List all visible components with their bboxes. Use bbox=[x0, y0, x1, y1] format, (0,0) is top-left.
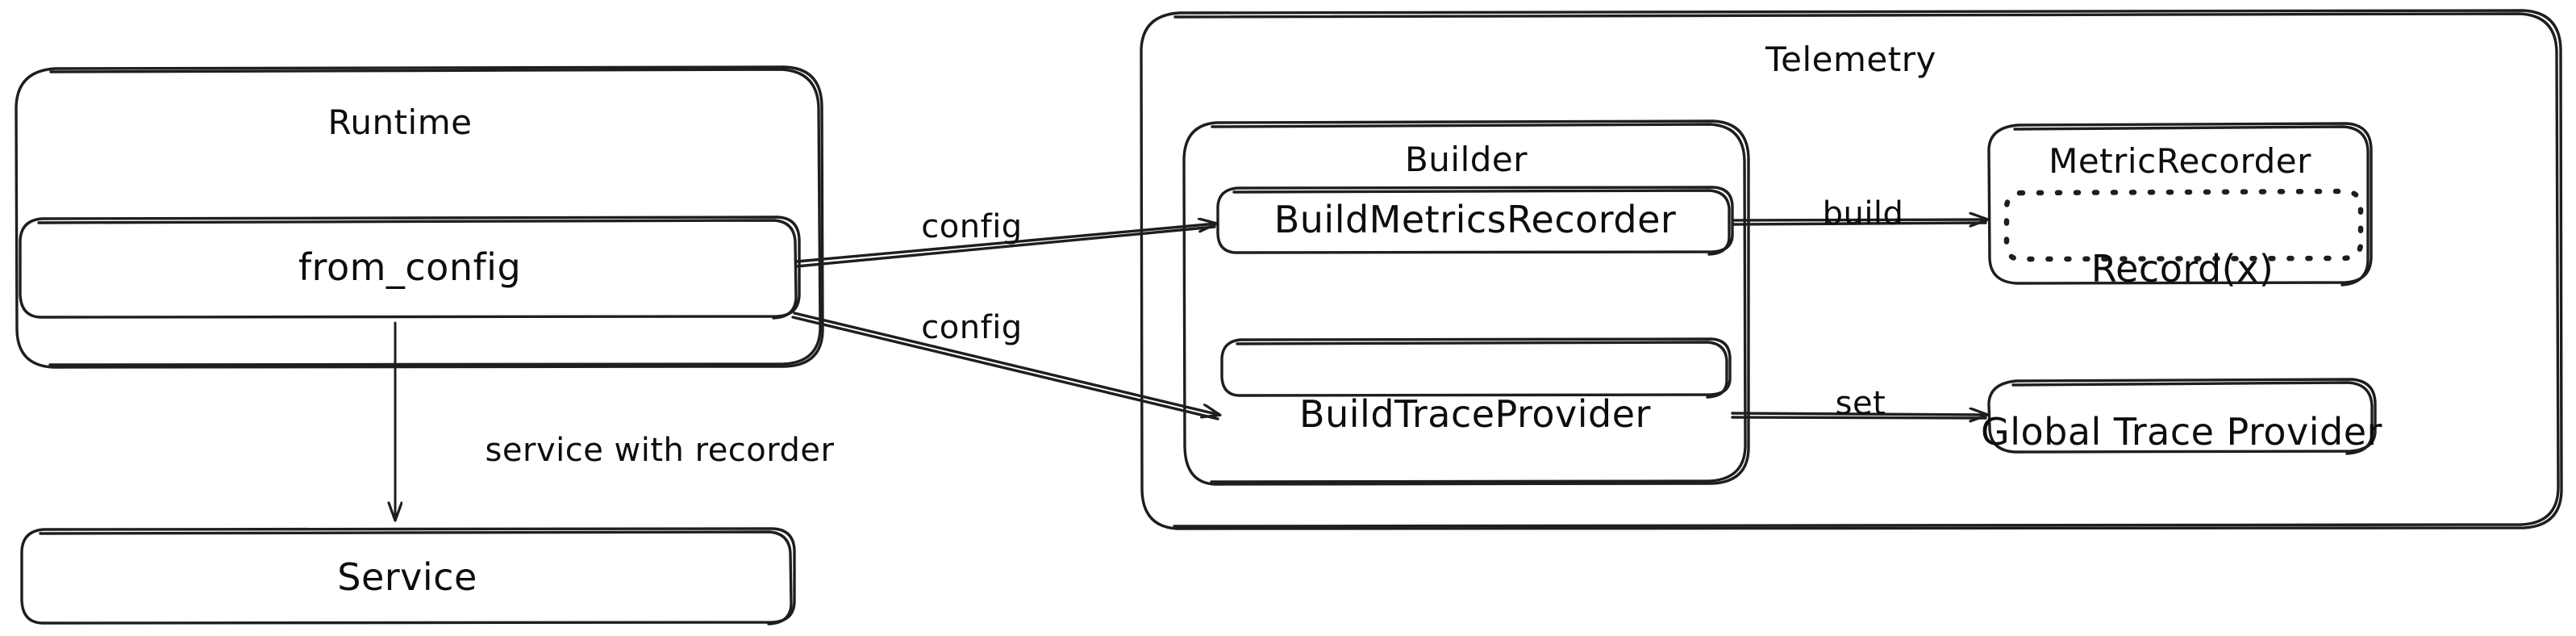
builder-container-outline bbox=[1182, 119, 1750, 486]
telemetry-container-outline bbox=[1140, 9, 2563, 530]
record-x-outline bbox=[2003, 188, 2364, 262]
edge-build bbox=[1732, 220, 1987, 224]
global-trace-provider-outline bbox=[1987, 378, 2377, 455]
service-outline bbox=[20, 527, 796, 626]
build-trace-provider-outline bbox=[1220, 337, 1732, 399]
runtime-container-outline bbox=[15, 65, 824, 369]
metric-recorder-container-outline bbox=[1987, 122, 2373, 287]
from-config-outline bbox=[19, 215, 801, 320]
edge-config-trace bbox=[791, 312, 1219, 421]
edge-set bbox=[1731, 413, 1987, 418]
build-metrics-recorder-outline bbox=[1216, 186, 1734, 256]
edge-config-metrics bbox=[795, 224, 1216, 268]
